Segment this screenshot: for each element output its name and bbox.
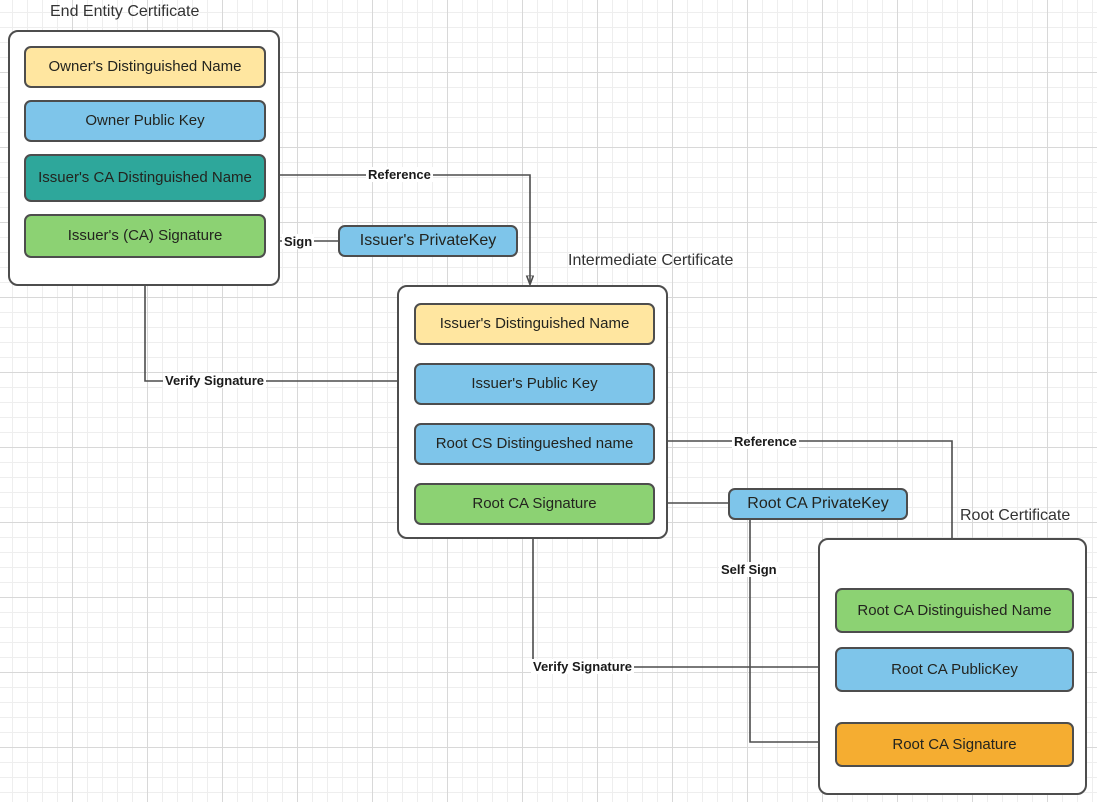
certificate-end-entity: Owner's Distinguished Name Owner Public …	[8, 30, 280, 286]
cert-title-intermediate: Intermediate Certificate	[568, 252, 734, 269]
edge-label-reference-bottom: Reference	[732, 434, 799, 449]
field-root-ca-signature-intermediate[interactable]: Root CA Signature	[414, 483, 655, 525]
edge-label-self-sign: Self Sign	[719, 562, 779, 577]
field-owner-dn[interactable]: Owner's Distinguished Name	[24, 46, 266, 88]
field-issuer-public-key[interactable]: Issuer's Public Key	[414, 363, 655, 405]
field-root-cs-dn[interactable]: Root CS Distingueshed name	[414, 423, 655, 465]
key-root-ca-private-key[interactable]: Root CA PrivateKey	[728, 488, 908, 520]
edge-label-verify-signature-top: Verify Signature	[163, 373, 266, 388]
wire-self-sign	[749, 520, 828, 742]
certificate-intermediate: Issuer's Distinguished Name Issuer's Pub…	[397, 285, 668, 539]
field-issuer-ca-signature[interactable]: Issuer's (CA) Signature	[24, 214, 266, 258]
cert-title-end-entity: End Entity Certificate	[50, 3, 200, 20]
field-issuer-ca-dn[interactable]: Issuer's CA Distinguished Name	[24, 154, 266, 202]
edge-label-sign: Sign	[282, 234, 315, 249]
field-root-ca-public-key[interactable]: Root CA PublicKey	[835, 647, 1074, 692]
key-issuer-private-key[interactable]: Issuer's PrivateKey	[338, 225, 518, 257]
field-owner-public-key[interactable]: Owner Public Key	[24, 100, 266, 142]
field-root-ca-signature-root[interactable]: Root CA Signature	[835, 722, 1074, 767]
field-issuer-dn[interactable]: Issuer's Distinguished Name	[414, 303, 655, 345]
field-root-ca-dn[interactable]: Root CA Distinguished Name	[835, 588, 1074, 633]
cert-title-root: Root Certificate	[960, 507, 1071, 524]
edge-label-verify-signature-bottom: Verify Signature	[531, 659, 634, 674]
wire-verify-signature-bottom	[533, 530, 834, 668]
edge-label-reference-top: Reference	[366, 167, 433, 182]
certificate-root: Root CA Distinguished Name Root CA Publi…	[818, 538, 1087, 795]
